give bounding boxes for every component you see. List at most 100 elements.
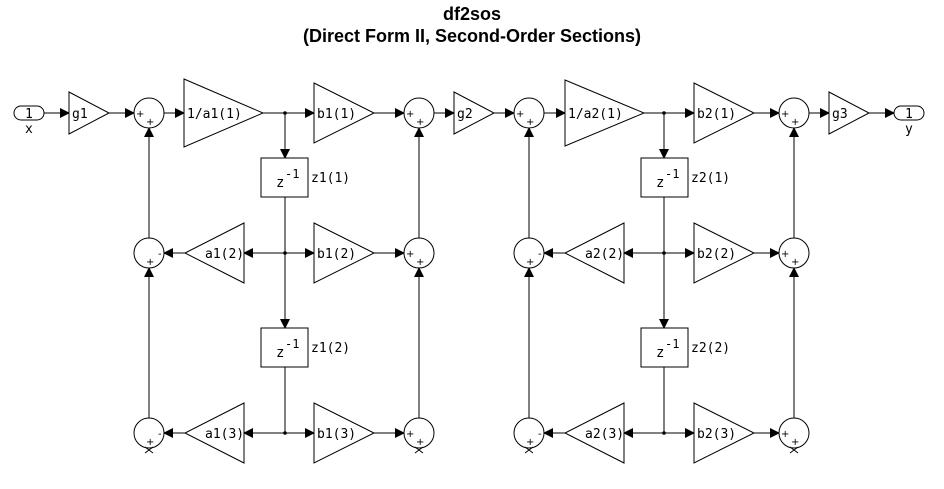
section-1-sum-mid-right [403, 237, 435, 269]
gain-g1-label: g1 [72, 107, 88, 122]
input-port-label: x [25, 122, 33, 137]
section-2-sum-bottom-left-sign-left: - [538, 429, 542, 440]
section-2-a2-gain-label: a2(3) [585, 427, 624, 442]
branch-point [283, 111, 287, 115]
section-2-sum-bottom-left [513, 417, 545, 449]
section-1-b1-gain [313, 222, 376, 284]
section-1-delay-2-exp: -1 [285, 337, 299, 351]
section-1-delay-1-label: z1(1) [311, 171, 350, 186]
section-2-sum-bottom-left-sign-bottom: + [526, 437, 534, 448]
output-port [893, 105, 925, 121]
section-1-a1-gain-label: a1(2) [205, 247, 244, 262]
section-2-scale-gain [564, 79, 646, 147]
section-1-sum-top-left-sign-bottom: + [146, 117, 154, 128]
section-2-sum-top-right [778, 97, 810, 129]
section-2-delay-1-exp: -1 [665, 167, 679, 181]
section-2-delay-2-label: z2(2) [691, 341, 730, 356]
input-port-number: 1 [25, 107, 33, 122]
section-2-sum-top-right-sign-bottom: + [791, 117, 799, 128]
gain-g3 [828, 91, 871, 135]
branch-point [283, 251, 287, 255]
output-port-label: y [905, 122, 913, 137]
section-1-b1-gain-label: b1(2) [317, 247, 356, 262]
section-1-delay-2-z: z [276, 345, 284, 361]
diagram-title: df2sos [442, 4, 502, 24]
section-2-b2-gain [693, 402, 756, 464]
section-1-sum-mid-left-sign-bottom: + [146, 257, 154, 268]
section-1-b2-gain-label: b1(3) [317, 427, 356, 442]
section-1-b0-gain-label: b1(1) [317, 107, 356, 122]
section-2-b2-gain-label: b2(3) [697, 427, 736, 442]
unconnected-input-icon [789, 446, 799, 454]
section-2-sum-mid-right-sign-bottom: + [791, 257, 799, 268]
gain-g2-label: g2 [457, 107, 473, 122]
section-1-sum-bottom-right-sign-left: + [406, 429, 414, 440]
section-1-sum-mid-right-sign-bottom: + [416, 257, 424, 268]
unconnected-input-icon [414, 446, 424, 454]
section-2-b1-gain-label: b2(2) [697, 247, 736, 262]
branch-point [283, 431, 287, 435]
section-2-sum-top-left-sign-left: + [516, 109, 524, 120]
section-2-sum-mid-left-sign-bottom: + [526, 257, 534, 268]
section-1-sum-top-left-sign-left: + [136, 109, 144, 120]
section-2-b0-gain [693, 82, 756, 144]
section-1-sum-top-right-sign-bottom: + [416, 117, 424, 128]
unconnected-input-icon [144, 446, 154, 454]
section-2-delay-2-exp: -1 [665, 337, 679, 351]
section-2-sum-mid-right [778, 237, 810, 269]
diagram-subtitle: (Direct Form II, Second-Order Sections) [302, 26, 642, 46]
section-1-delay-1-z: z [276, 175, 284, 191]
branch-point [662, 111, 666, 115]
section-2-a2-gain [563, 402, 625, 464]
section-2-delay-2 [640, 327, 689, 368]
section-2-delay-1-z: z [656, 175, 664, 191]
section-1-sum-mid-left-sign-left: - [158, 249, 162, 260]
section-1-scale-gain [183, 78, 265, 148]
section-2-sum-bottom-right-sign-left: + [781, 429, 789, 440]
section-2-delay-1-label: z2(1) [691, 171, 730, 186]
unconnected-input-icon [524, 446, 534, 454]
section-1-sum-top-left [133, 97, 165, 129]
section-2-a1-gain [563, 222, 625, 284]
section-1-b2-gain [313, 402, 376, 464]
section-2-delay-1 [640, 157, 689, 198]
section-1-scale-gain-label: 1/a1(1) [187, 107, 242, 122]
section-1-sum-bottom-left-sign-left: - [158, 429, 162, 440]
section-2-b0-gain-label: b2(1) [697, 107, 736, 122]
section-2-scale-gain-label: 1/a2(1) [568, 107, 623, 122]
section-1-b0-gain [313, 82, 376, 144]
section-1-a1-gain [183, 222, 245, 284]
section-2-sum-bottom-right-sign-bottom: + [791, 437, 799, 448]
section-1-sum-top-right-sign-left: + [406, 109, 414, 120]
output-port-number: 1 [905, 107, 913, 122]
section-1-a2-gain [183, 402, 245, 464]
section-2-sum-mid-right-sign-left: + [781, 249, 789, 260]
gain-g1 [68, 91, 111, 135]
branch-point [662, 251, 666, 255]
section-1-delay-2 [260, 327, 309, 368]
section-1-sum-mid-right-sign-left: + [406, 249, 414, 260]
gain-g3-label: g3 [832, 107, 848, 122]
section-1-sum-bottom-left [133, 417, 165, 449]
section-2-a1-gain-label: a2(2) [585, 247, 624, 262]
input-port [13, 105, 45, 121]
section-2-delay-2-z: z [656, 345, 664, 361]
section-1-delay-1-exp: -1 [285, 167, 299, 181]
section-2-sum-top-left [513, 97, 545, 129]
section-1-sum-top-right [403, 97, 435, 129]
section-2-sum-top-right-sign-left: + [781, 109, 789, 120]
section-2-sum-bottom-right [778, 417, 810, 449]
section-1-a2-gain-label: a1(3) [205, 427, 244, 442]
section-2-b1-gain [693, 222, 756, 284]
section-2-sum-top-left-sign-bottom: + [526, 117, 534, 128]
section-1-sum-mid-left [133, 237, 165, 269]
section-1-delay-1 [260, 157, 309, 198]
section-2-sum-mid-left-sign-left: - [538, 249, 542, 260]
section-1-sum-bottom-left-sign-bottom: + [146, 437, 154, 448]
section-1-sum-bottom-right-sign-bottom: + [416, 437, 424, 448]
section-2-sum-mid-left [513, 237, 545, 269]
section-1-sum-bottom-right [403, 417, 435, 449]
section-1-delay-2-label: z1(2) [311, 341, 350, 356]
gain-g2 [453, 91, 496, 135]
